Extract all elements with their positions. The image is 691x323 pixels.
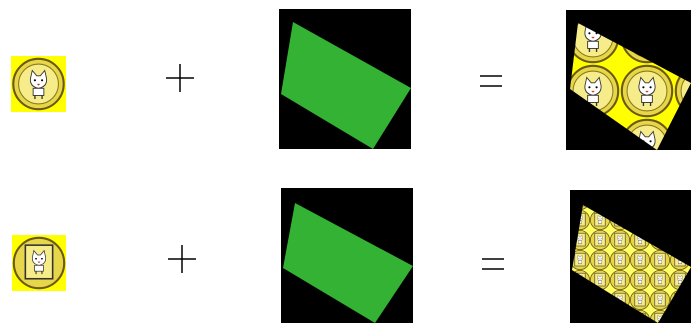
texture-cat-coin-round xyxy=(11,56,66,112)
result-large-tiled xyxy=(566,10,691,150)
green-quad-mask-icon xyxy=(279,9,411,149)
plus-operator-2 xyxy=(165,242,199,276)
plus-icon xyxy=(163,61,197,95)
plus-operator-1 xyxy=(163,61,197,95)
equals-icon xyxy=(478,253,508,275)
small-tiled-cat-quad-icon xyxy=(570,190,691,323)
result-small-tiled xyxy=(570,190,691,323)
texture-cat-coin-framed xyxy=(12,235,66,291)
green-quad-mask-2 xyxy=(281,188,413,323)
large-tiled-cat-quad-icon xyxy=(566,10,691,150)
equals-operator-1 xyxy=(476,70,506,92)
plus-icon xyxy=(165,242,199,276)
green-quad-mask-1 xyxy=(279,9,411,149)
cat-coin-framed-icon xyxy=(12,235,66,291)
green-quad-mask-icon xyxy=(281,188,413,323)
equals-icon xyxy=(476,70,506,92)
cat-coin-round-icon xyxy=(11,56,66,112)
equals-operator-2 xyxy=(478,253,508,275)
